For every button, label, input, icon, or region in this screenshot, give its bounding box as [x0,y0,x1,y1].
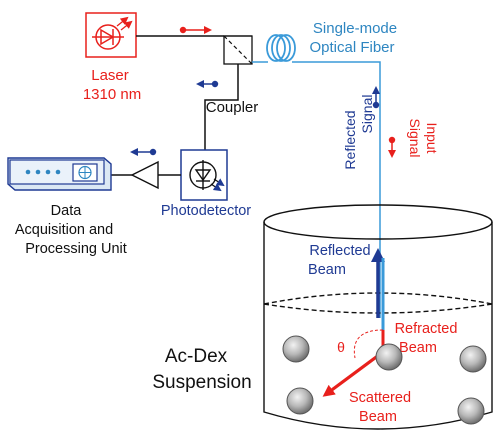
coupler-icon [223,35,253,65]
photodetector-label: Photodetector [161,203,251,219]
amplifier-icon [130,160,159,190]
coupler-to-detector-fiber [204,64,239,150]
scattered-beam-arrow [322,350,384,397]
scattered-beam-label-2: Beam [359,409,397,425]
daq-label-line1: Data [51,203,83,219]
fiber-label-line2: Optical Fiber [309,39,394,56]
fiber-coil-icon [266,34,296,62]
daq-label-line3: Processing Unit [25,241,127,257]
reflected-signal-dot-1 [211,80,219,88]
reflected-signal-dot-2 [372,101,380,109]
daq-label-line2: Acquisition and [15,222,113,238]
theta-label: θ [337,339,345,355]
laser-diode-icon [85,12,137,58]
scattered-beam-label-1: Scattered [349,390,411,406]
input-signal-dot [179,26,187,34]
refracted-beam-label-2: Beam [399,340,437,356]
particle-icon [282,335,487,425]
photodiode-icon [180,149,228,201]
refracted-beam-label-1: Refracted [395,321,458,337]
reflected-beam-label-1: Reflected [309,243,370,259]
input-signal-label-1: Input [424,122,440,153]
fiber-label-line1: Single-mode [313,20,397,37]
suspension-label-1: Ac-Dex [165,346,228,367]
reflected-signal-label-1: Reflected [342,110,358,169]
angle-arc [353,329,384,359]
input-signal-dot-2 [388,136,396,144]
coupler-label: Coupler [206,99,259,116]
reflected-signal-dot-3 [149,148,157,156]
laser-wavelength: 1310 nm [83,86,141,103]
daq-instrument-icon [7,157,112,191]
suspension-label-2: Suspension [152,372,251,393]
reflected-signal-label-2: Signal [359,95,375,134]
optical-fiber [292,61,381,318]
input-signal-label-2: Signal [407,119,423,158]
laser-label: Laser [91,67,129,84]
reflected-beam-label-2: Beam [308,262,346,278]
